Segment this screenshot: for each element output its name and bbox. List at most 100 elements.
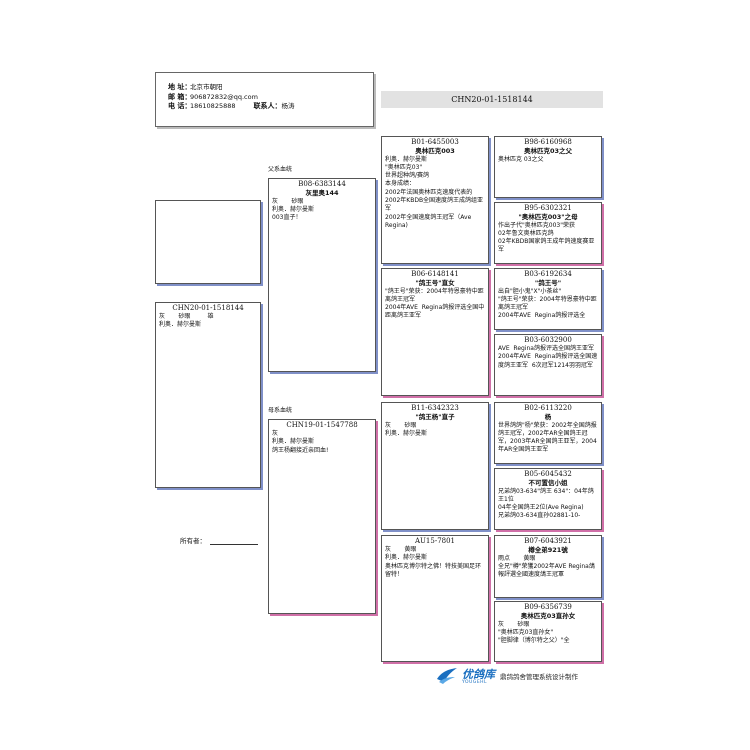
photo-placeholder (155, 200, 261, 284)
sire-sire-name: 奥林匹克003 (415, 147, 455, 155)
dam-sire-name: "鸽王杨"直子 (415, 413, 455, 421)
sss-card: B98-6160968 奥林匹克03之父 奥林匹克 03之父 (494, 136, 602, 198)
dam-ring: CHN19-01-1547788 (286, 421, 358, 429)
sds-ring: B03-6192634 (524, 270, 572, 278)
sire-name: 灰里奥144 (305, 189, 339, 197)
dam-line: 灰 (272, 430, 279, 437)
contact-box: 地 址：北京市朝阳 邮 箱：906872832@qq.com 电 话：18610… (155, 72, 374, 127)
email-label: 邮 箱： (168, 92, 192, 101)
sdd-card: B03-6032900 AVE Regina鸽报评选全国鸽王亚军 2004年AV… (494, 334, 602, 396)
address-value: 北京市朝阳 (190, 83, 223, 91)
dsd-line: 兄弟鸽03-634直孙02881-10- (498, 512, 581, 520)
sire-sire-line: 世界超种鸽/赛鸽 (385, 172, 430, 180)
sire-line: 003直子！ (272, 214, 302, 222)
ssd-line: 02年KBDB国家鸽王成年鸽速度赛亚军 (498, 238, 595, 254)
brand-sub: YOUGEHL (462, 680, 488, 685)
dds-line: 雨点 黄眼 (498, 554, 536, 562)
sds-line: 2004年AVE Regina鸽报评选全 (498, 312, 586, 320)
dam-dam-line: 奥林匹克博尔特之佛！特技美国足环留特！ (385, 562, 482, 578)
dam-sire-line: 利奥．赫尔曼斯 (385, 429, 428, 437)
dss-ring: B02-6113220 (524, 404, 572, 412)
subject-ring: CHN20-01-1518144 (172, 304, 244, 312)
dsd-line: 兄弟鸽03-634"鸽王 634"：04年鸽王1位 (498, 487, 594, 503)
dss-line: 世界鸽鸽"杨"荣获：2002年全国鸽报鸽王冠军，2002年AR全国鸽王冠军，20… (498, 421, 597, 454)
dsd-line: 04年全国鸽王2位(Ave Regina) (498, 504, 584, 512)
top-ring-bar: CHN20-01-1518144 (381, 91, 603, 108)
brand-slogan: 鼎鸽鸽舍管理系统设计制作 (500, 673, 578, 681)
owner-label: 所有者： (180, 537, 206, 545)
sire-dam-name: "鸽王号"直女 (415, 279, 455, 287)
ssd-card: B95-6302321 "奥林匹克003"之母 作出子代"奥林匹克003"荣获 … (494, 202, 602, 264)
dam-sire-card: B11-6342323 "鸽王杨"直子 灰 砂眼 利奥．赫尔曼斯 (381, 402, 489, 530)
dds-ring: B07-6043921 (524, 537, 572, 545)
pigeon-logo-icon (437, 668, 457, 684)
dam-dam-line: 利奥．赫尔曼斯 (385, 554, 428, 562)
ddd-card: B09-6356739 奥林匹克03直孙女 灰 砂眼 "奥林匹克03直孙女" "… (494, 601, 602, 662)
ddd-line: 灰 砂眼 (498, 620, 530, 628)
sire-card: B08-6383144 灰里奥144 灰 砂眼 利奥．赫尔曼斯 003直子！ (268, 178, 376, 372)
dsd-ring: B05-6045432 (524, 470, 572, 478)
sire-line: 灰 砂眼 (272, 197, 304, 205)
ddd-ring: B09-6356739 (524, 603, 572, 611)
phone-label: 电 话： (168, 102, 192, 110)
subject-card: CHN20-01-1518144 灰 砂眼 雄 利奥．赫尔曼斯 (155, 302, 261, 488)
dss-name: 杨 (544, 413, 552, 421)
ddd-line: "奥林匹克03直孙女" (498, 628, 554, 636)
ssd-name: "奥林匹克003"之母 (518, 213, 578, 221)
sire-section-label: 父系血统 (268, 166, 293, 173)
sire-line: 利奥．赫尔曼斯 (272, 205, 315, 213)
sire-sire-line: 2002年全国速度鸽王冠军（Ave Regina) (385, 213, 474, 229)
contact-person-label: 联系人： (253, 102, 282, 110)
brand-name: 优鸽库 (462, 668, 495, 681)
dds-card: B07-6043921 樽全弟921號 雨点 黄眼 全兄"樽"荣獲2002年AV… (494, 535, 602, 598)
sds-line: 出自"胆小鬼"X"小茶丝" (498, 287, 562, 295)
dss-card: B02-6113220 杨 世界鸽鸽"杨"荣获：2002年全国鸽报鸽王冠军，20… (494, 402, 602, 464)
dam-card: CHN19-01-1547788 灰 利奥．赫尔曼斯 鸽王杨翻接近亲回血! (268, 419, 376, 614)
ddd-name: 奥林匹克03直孙女 (520, 612, 576, 620)
sire-dam-line: 2004年AVE Regina鸽报评选全国中距离鸽王亚军 (385, 304, 485, 320)
sire-ring: B08-6383144 (298, 180, 346, 188)
contact-person-value: 杨涛 (281, 102, 295, 110)
dds-line: 全兄"樽"荣獲2002年AVE Regina鴿報評選全國速度鴿王冠軍 (498, 562, 595, 579)
ssd-line: 02年鲁文奥林匹克鸽 (498, 229, 554, 237)
sdd-ring: B03-6032900 (524, 336, 572, 344)
sire-sire-line: 本身成绩： (385, 180, 416, 188)
sire-dam-card: B06-6148141 "鸽王号"直女 "鸽王号"荣获：2004年特恩豪特中距离… (381, 268, 489, 396)
sire-sire-line: "奥林匹克03" (385, 163, 423, 171)
dam-line: 鸽王杨翻接近亲回血! (272, 446, 329, 454)
email-value: 906872832@qq.com (190, 92, 258, 101)
sss-ring: B98-6160968 (524, 138, 572, 146)
dam-dam-card: AU15-7801 灰 黄眼 利奥．赫尔曼斯 奥林匹克博尔特之佛！特技美国足环留… (381, 535, 489, 662)
dam-sire-ring: B11-6342323 (411, 404, 459, 412)
subject-line: 利奥．赫尔曼斯 (159, 321, 202, 329)
sds-name: "鸽王号" (534, 279, 562, 287)
sds-card: B03-6192634 "鸽王号" 出自"胆小鬼"X"小茶丝" "鸽王号"荣获：… (494, 268, 602, 330)
ddd-line: "胆脚律（博尔特之父）"全 (498, 637, 570, 645)
dam-sire-line: 灰 砂眼 (385, 421, 417, 429)
dam-section-label: 母系血统 (268, 407, 293, 414)
sds-line: "鸽王号"荣获：2004年特恩豪特中距离鸽王冠军 (498, 295, 597, 312)
dam-dam-ring: AU15-7801 (414, 537, 456, 545)
dsd-name: 不可置信小姐 (528, 479, 568, 487)
dam-line: 利奥．赫尔曼斯 (272, 438, 315, 446)
dam-dam-line: 灰 黄眼 (385, 546, 417, 553)
sire-dam-ring: B06-6148141 (411, 270, 459, 278)
sire-sire-line: 2002年KBDB全国速度鸽王成鸽组亚军 (385, 196, 484, 213)
sire-sire-card: B01-6455003 奥林匹克003 利奥．赫尔曼斯 "奥林匹克03" 世界超… (381, 136, 489, 264)
sire-sire-line: 利奥．赫尔曼斯 (385, 155, 428, 163)
sire-sire-line: 2002年法国奥林匹克速度代表的 (385, 188, 473, 196)
sdd-line: 2004年AVE Regina鸽报评选全国速度鸽王亚军 6次冠军1214羽羽冠军 (498, 353, 598, 369)
owner-field: 所有者： (180, 535, 258, 545)
dds-name: 樽全弟921號 (528, 546, 568, 554)
sire-sire-ring: B01-6455003 (411, 138, 459, 146)
address-label: 地 址： (168, 83, 192, 91)
sss-line: 奥林匹克 03之父 (498, 155, 544, 163)
dsd-card: B05-6045432 不可置信小姐 兄弟鸽03-634"鸽王 634"：04年… (494, 468, 602, 530)
ssd-ring: B95-6302321 (524, 204, 572, 212)
sss-name: 奥林匹克03之父 (523, 147, 573, 155)
sdd-line: AVE Regina鸽报评选全国鸽王亚军 (498, 345, 594, 352)
ssd-line: 作出子代"奥林匹克003"荣获 (498, 221, 575, 229)
owner-line (210, 538, 258, 545)
phone-value: 18610825888 (190, 102, 236, 110)
subject-line: 灰 砂眼 雄 (159, 313, 214, 320)
